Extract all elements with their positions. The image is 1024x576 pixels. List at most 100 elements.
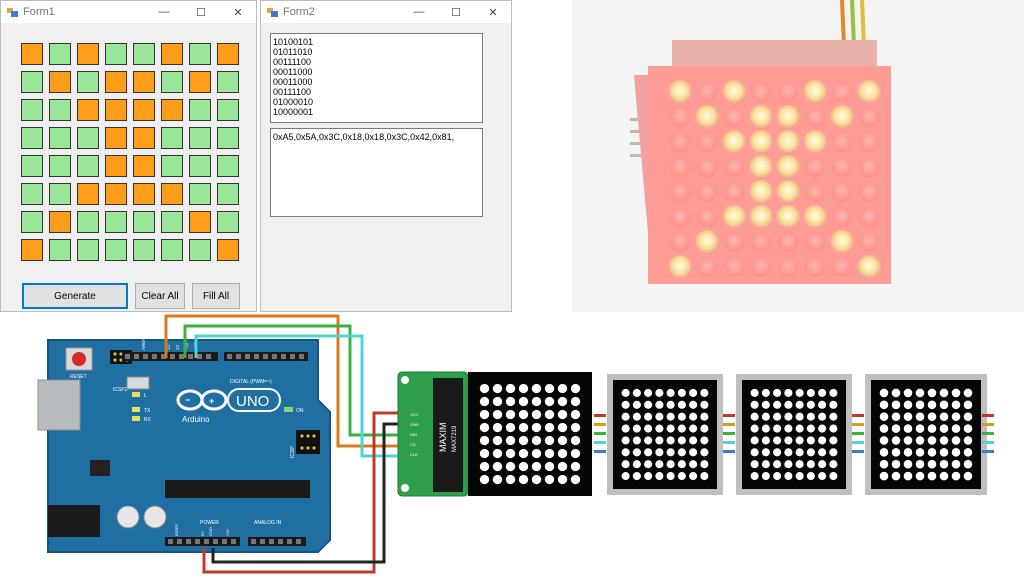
grid-cell[interactable]: [21, 99, 43, 121]
grid-cell[interactable]: [49, 211, 71, 233]
grid-cell[interactable]: [49, 155, 71, 177]
matrix-led: [773, 448, 782, 457]
grid-cell[interactable]: [189, 239, 211, 261]
grid-cell[interactable]: [161, 99, 183, 121]
grid-cell[interactable]: [189, 127, 211, 149]
grid-cell[interactable]: [21, 183, 43, 205]
matrix-led: [939, 436, 949, 445]
grid-cell[interactable]: [105, 211, 127, 233]
photo-led-unlit: [778, 257, 798, 277]
matrix-led: [557, 396, 568, 407]
matrix-led: [531, 409, 542, 420]
minimize-icon[interactable]: —: [158, 6, 170, 18]
clear-all-button[interactable]: Clear All: [135, 283, 185, 309]
grid-cell[interactable]: [49, 127, 71, 149]
grid-cell[interactable]: [217, 155, 239, 177]
grid-cell[interactable]: [217, 127, 239, 149]
grid-cell[interactable]: [217, 71, 239, 93]
matrix-led: [829, 472, 838, 481]
grid-cell[interactable]: [161, 127, 183, 149]
grid-cell[interactable]: [21, 71, 43, 93]
grid-cell[interactable]: [77, 43, 99, 65]
grid-cell[interactable]: [77, 155, 99, 177]
grid-cell[interactable]: [189, 155, 211, 177]
form1-titlebar[interactable]: Form1 — ☐ ✕: [1, 1, 256, 23]
grid-cell[interactable]: [21, 155, 43, 177]
grid-cell[interactable]: [77, 71, 99, 93]
grid-cell[interactable]: [189, 71, 211, 93]
grid-cell[interactable]: [21, 127, 43, 149]
grid-cell[interactable]: [189, 99, 211, 121]
grid-cell[interactable]: [133, 155, 155, 177]
close-icon[interactable]: ✕: [488, 6, 498, 19]
grid-cell[interactable]: [105, 99, 127, 121]
grid-cell[interactable]: [105, 155, 127, 177]
photo-led-unlit: [697, 132, 717, 152]
grid-cell[interactable]: [161, 239, 183, 261]
grid-cell[interactable]: [77, 99, 99, 121]
grid-cell[interactable]: [161, 211, 183, 233]
hex-output-textbox[interactable]: 0xA5,0x5A,0x3C,0x18,0x18,0x3C,0x42,0x81,: [270, 128, 483, 217]
minimize-icon[interactable]: —: [413, 6, 425, 18]
grid-cell[interactable]: [105, 127, 127, 149]
grid-cell[interactable]: [105, 183, 127, 205]
grid-cell[interactable]: [105, 239, 127, 261]
grid-cell[interactable]: [105, 43, 127, 65]
grid-cell[interactable]: [217, 211, 239, 233]
grid-cell[interactable]: [133, 239, 155, 261]
photo-led-unlit: [859, 107, 879, 127]
grid-cell[interactable]: [49, 43, 71, 65]
grid-cell[interactable]: [189, 183, 211, 205]
grid-cell[interactable]: [217, 99, 239, 121]
grid-cell[interactable]: [49, 99, 71, 121]
grid-cell[interactable]: [21, 211, 43, 233]
matrix-led: [518, 461, 529, 472]
matrix-led: [492, 396, 503, 407]
grid-cell[interactable]: [77, 127, 99, 149]
maximize-icon[interactable]: ☐: [451, 6, 461, 19]
grid-cell[interactable]: [217, 239, 239, 261]
matrix-led: [518, 396, 529, 407]
grid-cell[interactable]: [217, 43, 239, 65]
fill-all-button[interactable]: Fill All: [192, 283, 240, 309]
matrix-led: [666, 388, 675, 397]
matrix-led: [632, 436, 641, 445]
grid-cell[interactable]: [49, 239, 71, 261]
matrix-led: [818, 412, 827, 421]
matrix-led: [689, 448, 698, 457]
grid-cell[interactable]: [161, 155, 183, 177]
grid-cell[interactable]: [133, 99, 155, 121]
led-on-label: ON: [296, 408, 304, 414]
form2-titlebar[interactable]: Form2 — ☐ ✕: [261, 1, 511, 23]
grid-cell[interactable]: [21, 43, 43, 65]
grid-cell[interactable]: [133, 183, 155, 205]
grid-cell[interactable]: [133, 127, 155, 149]
grid-cell[interactable]: [161, 183, 183, 205]
photo-led-unlit: [859, 157, 879, 177]
photo-led-unlit: [724, 182, 744, 202]
maximize-icon[interactable]: ☐: [196, 6, 206, 19]
generate-button[interactable]: Generate: [22, 283, 128, 309]
grid-cell[interactable]: [77, 239, 99, 261]
grid-cell[interactable]: [49, 71, 71, 93]
binary-output-textbox[interactable]: 10100101 01011010 00111100 00011000 0001…: [270, 33, 483, 123]
matrix-led: [655, 424, 664, 433]
grid-cell[interactable]: [77, 183, 99, 205]
grid-cell[interactable]: [189, 43, 211, 65]
grid-cell[interactable]: [133, 211, 155, 233]
matrix-led: [544, 461, 555, 472]
grid-cell[interactable]: [189, 211, 211, 233]
grid-cell[interactable]: [133, 43, 155, 65]
grid-cell[interactable]: [21, 239, 43, 261]
matrix-led: [544, 422, 555, 433]
grid-cell[interactable]: [77, 211, 99, 233]
grid-cell[interactable]: [161, 71, 183, 93]
reset-button-cap[interactable]: [72, 352, 86, 366]
photo-led-lit: [776, 130, 800, 154]
close-icon[interactable]: ✕: [233, 6, 243, 19]
grid-cell[interactable]: [133, 71, 155, 93]
grid-cell[interactable]: [161, 43, 183, 65]
grid-cell[interactable]: [49, 183, 71, 205]
grid-cell[interactable]: [217, 183, 239, 205]
grid-cell[interactable]: [105, 71, 127, 93]
